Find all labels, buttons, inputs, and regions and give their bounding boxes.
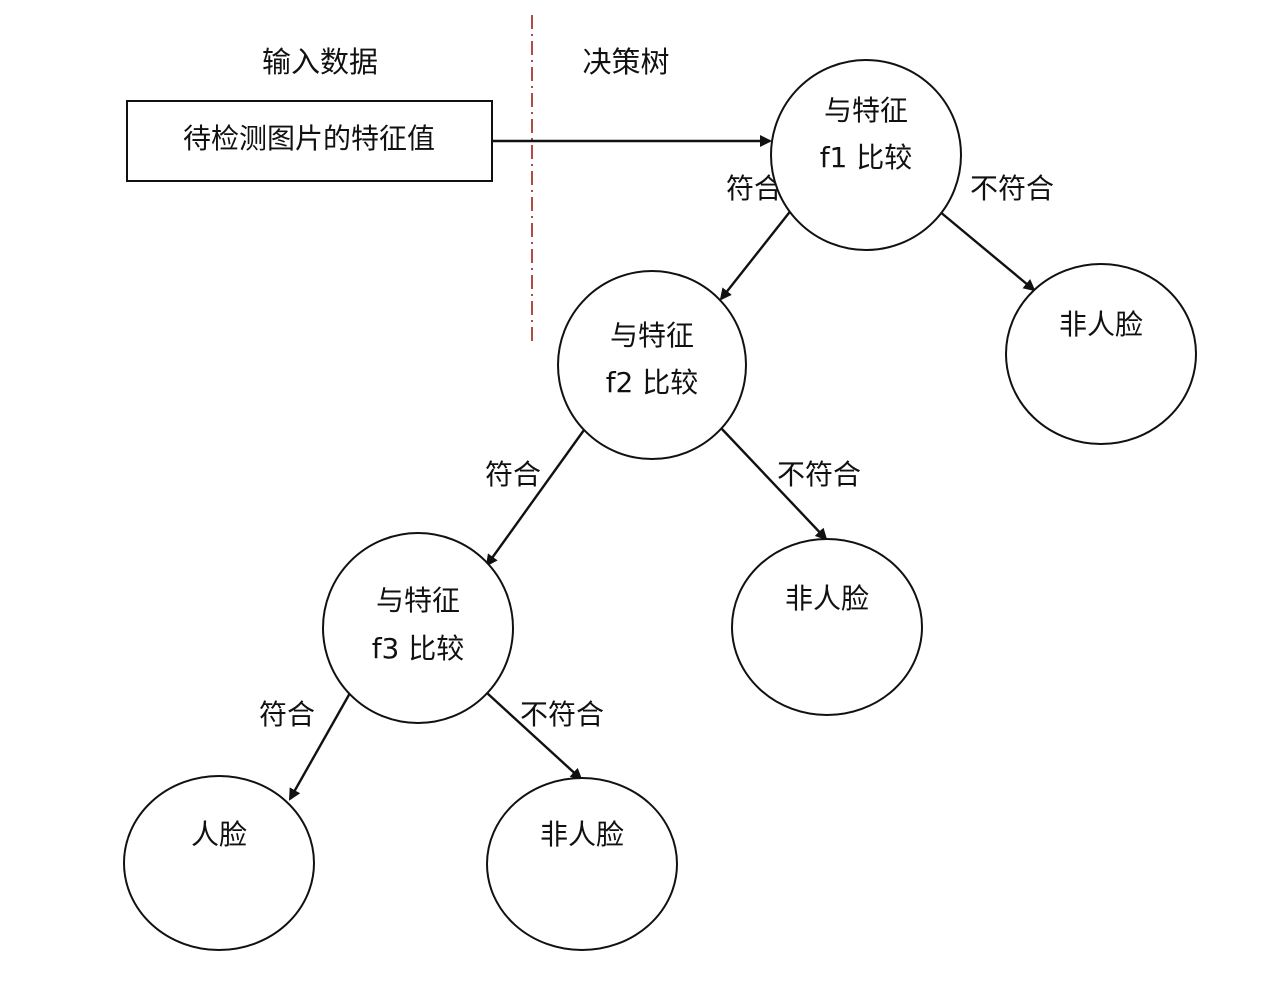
edge-f2-to-nonface	[720, 427, 828, 541]
leaf-nonface-1: 非人脸	[1005, 263, 1197, 445]
node-f3-line2: f3 比较	[372, 632, 465, 665]
node-f2-line1: 与特征	[610, 319, 694, 352]
edge-label-f2-match: 符合	[485, 458, 541, 491]
input-box-label: 待检测图片的特征值	[183, 122, 435, 155]
leaf-nonface-3-label: 非人脸	[540, 818, 624, 851]
edge-label-f3-match: 符合	[259, 698, 315, 731]
leaf-nonface-2-label: 非人脸	[785, 582, 869, 615]
input-data-header: 输入数据	[262, 45, 378, 79]
edge-f1-to-nonface	[932, 205, 1036, 292]
edge-label-f1-nomatch: 不符合	[970, 172, 1054, 205]
node-f1: 与特征 f1 比较	[770, 59, 962, 251]
node-f2: 与特征 f2 比较	[557, 270, 747, 460]
edge-label-f1-match: 符合	[726, 172, 782, 205]
decision-tree-header: 决策树	[582, 45, 669, 79]
edge-f2-to-f3	[485, 429, 585, 567]
edge-label-f2-nomatch: 不符合	[777, 458, 861, 491]
edge-f3-to-nonface	[486, 692, 583, 781]
edge-f3-to-face	[288, 692, 352, 801]
node-f1-line2: f1 比较	[820, 141, 913, 174]
input-box: 待检测图片的特征值	[126, 100, 493, 182]
leaf-face-label: 人脸	[191, 818, 247, 851]
node-f3: 与特征 f3 比较	[322, 532, 514, 724]
node-f1-line1: 与特征	[824, 94, 908, 127]
leaf-face: 人脸	[123, 775, 315, 951]
edge-label-f3-nomatch: 不符合	[520, 698, 604, 731]
edge-f1-to-f2	[719, 203, 797, 301]
leaf-nonface-1-label: 非人脸	[1059, 308, 1143, 341]
leaf-nonface-3: 非人脸	[486, 777, 678, 951]
node-f2-line2: f2 比较	[606, 366, 699, 399]
leaf-nonface-2: 非人脸	[731, 538, 923, 716]
node-f3-line1: 与特征	[376, 584, 460, 617]
